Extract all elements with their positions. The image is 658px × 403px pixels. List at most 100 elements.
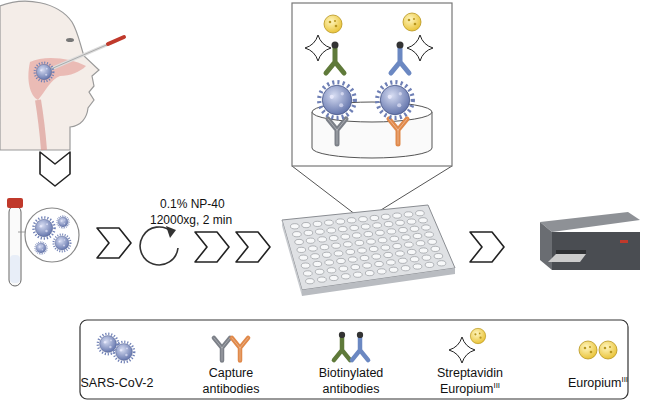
plate-well (373, 223, 382, 228)
plate-well (320, 245, 329, 250)
plate-well (306, 279, 315, 284)
plate-well (337, 258, 346, 263)
step-arrow (236, 232, 270, 262)
plate-well (334, 251, 343, 256)
legend-item: SARS-CoV-2 (69, 375, 165, 391)
plate-well (342, 274, 351, 279)
step-arrow (470, 232, 504, 262)
step-arrow (40, 152, 70, 186)
plate-well (359, 217, 368, 222)
plate-well (315, 269, 324, 274)
plate-well (401, 266, 410, 271)
plate-well (311, 254, 320, 259)
plate-well (346, 249, 355, 254)
plate-well (369, 246, 378, 251)
patient-head (0, 1, 124, 150)
plate-well (387, 260, 396, 265)
plate-well (384, 222, 393, 227)
plate-well (407, 249, 416, 254)
plate-well (419, 248, 428, 253)
plate-well (291, 224, 300, 229)
plate-well (363, 263, 372, 268)
plate-well (344, 242, 353, 247)
sample-tube (7, 198, 79, 286)
plate-well (422, 255, 431, 260)
plate-well (393, 213, 402, 218)
plate-well (434, 254, 443, 259)
plate-well (410, 257, 419, 262)
centrifuge-icon (140, 226, 178, 265)
plate-well (396, 251, 405, 256)
plate-well (301, 263, 310, 268)
plate-well (431, 246, 440, 251)
plate-well (381, 245, 390, 250)
plate-well (428, 239, 437, 244)
legend-item: Biotinylated antibodies (309, 365, 393, 397)
plate-well (306, 238, 315, 243)
plate-well (297, 247, 306, 252)
plate-well (304, 271, 313, 276)
plate-well (332, 243, 341, 248)
plate-well (313, 261, 322, 266)
plate-well (365, 271, 374, 276)
legend-text: SARS-CoV-2 (81, 376, 154, 390)
step-arrow (195, 232, 229, 262)
plate-well (416, 241, 425, 246)
plate-reader (540, 212, 640, 270)
plate-well (404, 212, 413, 217)
plate-well (396, 220, 405, 225)
plate-well (384, 252, 393, 257)
plate-well (416, 211, 425, 216)
plate-well (375, 261, 384, 266)
plate-well (325, 260, 334, 265)
well-plate (282, 205, 455, 296)
plate-well (378, 238, 387, 243)
plate-well (413, 264, 422, 269)
plate-well (413, 233, 422, 238)
plate-well (325, 220, 334, 225)
plate-well (425, 232, 434, 237)
plate-well (318, 277, 327, 282)
plate-well (309, 246, 318, 251)
plate-well (293, 232, 302, 237)
legend-text: Biotinylated antibodies (319, 366, 384, 396)
plate-well (390, 236, 399, 241)
plate-well (330, 275, 339, 280)
plate-well (329, 236, 338, 241)
plate-well (393, 244, 402, 249)
plate-well (370, 215, 379, 220)
plate-well (339, 227, 348, 232)
plate-well (405, 242, 414, 247)
plate-well (376, 230, 385, 235)
plate-well (316, 229, 325, 234)
plate-well (382, 214, 391, 219)
plate-well (419, 218, 428, 223)
plate-well (327, 228, 336, 233)
plate-well (350, 225, 359, 230)
plate-well (353, 233, 362, 238)
plate-well (402, 235, 411, 240)
legend-item: EuropiumIII (563, 375, 633, 391)
plate-well (327, 268, 336, 273)
plate-well (341, 234, 350, 239)
plate-well (364, 232, 373, 237)
step-label: 0.1% NP-40 (160, 197, 225, 212)
plate-well (336, 219, 345, 224)
plate-well (313, 221, 322, 226)
superscript: III (493, 381, 500, 390)
legend-text: Europium (568, 376, 622, 390)
step-arrow (97, 228, 131, 258)
plate-well (355, 240, 364, 245)
plate-well (377, 269, 386, 274)
legend-item: Capture antibodies (195, 365, 267, 397)
plate-well (372, 254, 381, 259)
plate-well (399, 258, 408, 263)
plate-well (295, 239, 304, 244)
plate-well (360, 255, 369, 260)
plate-well (323, 252, 332, 257)
legend-panel (80, 320, 628, 399)
plate-well (410, 226, 419, 231)
plate-well (299, 255, 308, 260)
